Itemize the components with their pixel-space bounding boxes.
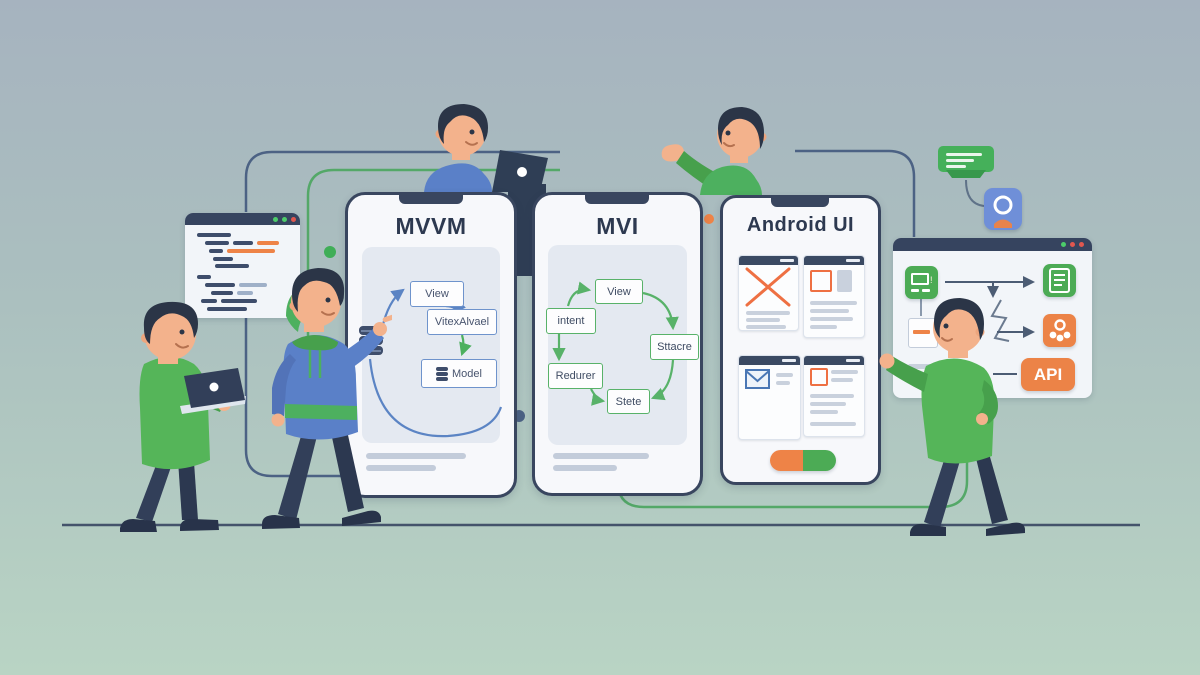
- mvi-state-label: Stete: [615, 395, 642, 408]
- developer-laptop: [120, 301, 246, 532]
- api-button: API: [1021, 358, 1075, 391]
- mvi-state-box: Stete: [607, 389, 650, 414]
- developer-presenting: [879, 298, 1025, 536]
- shoe: [986, 522, 1025, 536]
- svg-text:!: !: [930, 275, 933, 285]
- phone-notch: [585, 193, 649, 204]
- phone-mvi: MVI View intent Sttacre Redurer Stete: [532, 192, 703, 496]
- mvi-view-box: View: [595, 279, 643, 304]
- mvi-intent-box: intent: [546, 308, 596, 334]
- mvvm-viewmodel-label: VitexAlvael: [434, 316, 490, 328]
- api-browser-window: ! API: [893, 238, 1092, 398]
- placeholder-line: [553, 453, 649, 459]
- envelope-icon: [745, 369, 770, 389]
- phone-android-ui: Android UI: [720, 195, 881, 485]
- phone-notch: [399, 193, 463, 204]
- browser-titlebar: [893, 238, 1092, 251]
- shoe: [910, 523, 946, 536]
- shoe: [180, 519, 219, 531]
- card-header: [804, 356, 864, 365]
- thumb-placeholder: [837, 270, 852, 292]
- chat-bubble-icon: [938, 146, 994, 180]
- mvi-reducer-box: Redurer: [548, 363, 603, 389]
- hair: [934, 298, 984, 340]
- device-icon: !: [905, 266, 938, 299]
- toggle-pill: [770, 450, 836, 471]
- hair: [292, 268, 345, 312]
- api-label: API: [1033, 364, 1063, 384]
- document-icon: [1043, 264, 1076, 297]
- shoe: [262, 515, 300, 529]
- placeholder-line: [366, 453, 466, 459]
- toggle-right: [803, 450, 836, 471]
- mvi-store-label: Sttacre: [657, 341, 692, 353]
- hair: [143, 301, 198, 344]
- window-dot-green: [1061, 242, 1066, 247]
- card-header: [739, 356, 800, 365]
- card-header: [739, 256, 798, 265]
- image-placeholder: [810, 270, 832, 292]
- hair: [718, 107, 764, 149]
- mvvm-view-box: View: [410, 281, 464, 307]
- mvi-intent-label: intent: [557, 315, 585, 327]
- placeholder-line: [366, 465, 436, 471]
- mvi-title: MVI: [596, 213, 639, 239]
- developer-pointing: [262, 268, 392, 529]
- mvi-store-box: Sttacre: [650, 334, 699, 360]
- code-editor-window: [185, 213, 300, 318]
- service-icon: [1043, 314, 1076, 347]
- open-hand: [661, 144, 685, 162]
- browser-flow-arrows: [920, 276, 1035, 375]
- hand: [271, 413, 285, 427]
- config-box: [908, 318, 938, 348]
- toggle-left: [770, 450, 803, 471]
- shoe: [342, 510, 381, 526]
- mvvm-view-label: View: [425, 288, 449, 300]
- card-header: [804, 256, 864, 265]
- shoe: [120, 519, 157, 532]
- code-window-titlebar: [185, 213, 300, 225]
- image-placeholder: [810, 368, 828, 386]
- wireframe-card-media: [803, 255, 865, 338]
- mvi-arrows: [552, 281, 679, 406]
- orange-dot: [704, 214, 714, 224]
- database-icon-small: [436, 366, 449, 381]
- phone-notch: [771, 196, 829, 207]
- green-dot: [324, 246, 336, 258]
- user-pin-icon: [984, 188, 1022, 230]
- window-dot-green: [273, 217, 278, 222]
- hand: [879, 353, 895, 369]
- window-dot-red: [291, 217, 296, 222]
- error-cross-icon: [745, 267, 791, 307]
- mvvm-model-box: Model: [421, 359, 497, 388]
- wireframe-card-error: [738, 255, 799, 331]
- mvvm-title: MVVM: [395, 213, 467, 239]
- mvi-reducer-label: Redurer: [555, 370, 596, 382]
- android-ui-title: Android UI: [746, 214, 855, 236]
- mvvm-model-label: Model: [452, 367, 482, 380]
- placeholder-line: [553, 465, 617, 471]
- developer-seated: [424, 104, 492, 192]
- pointing-hand: [373, 314, 392, 336]
- window-dot-red: [1079, 242, 1084, 247]
- mvvm-panel: [362, 247, 500, 443]
- hand: [976, 413, 988, 425]
- wireframe-card-article: [803, 355, 865, 437]
- window-dot-green: [282, 217, 287, 222]
- developer-waving: [661, 107, 767, 195]
- hair: [438, 104, 488, 144]
- window-dot-red: [1070, 242, 1075, 247]
- config-label: [913, 330, 930, 334]
- wireframe-card-mail: [738, 355, 801, 440]
- mvvm-viewmodel-box: VitexAlvael: [427, 309, 497, 335]
- mvi-view-label: View: [607, 285, 631, 298]
